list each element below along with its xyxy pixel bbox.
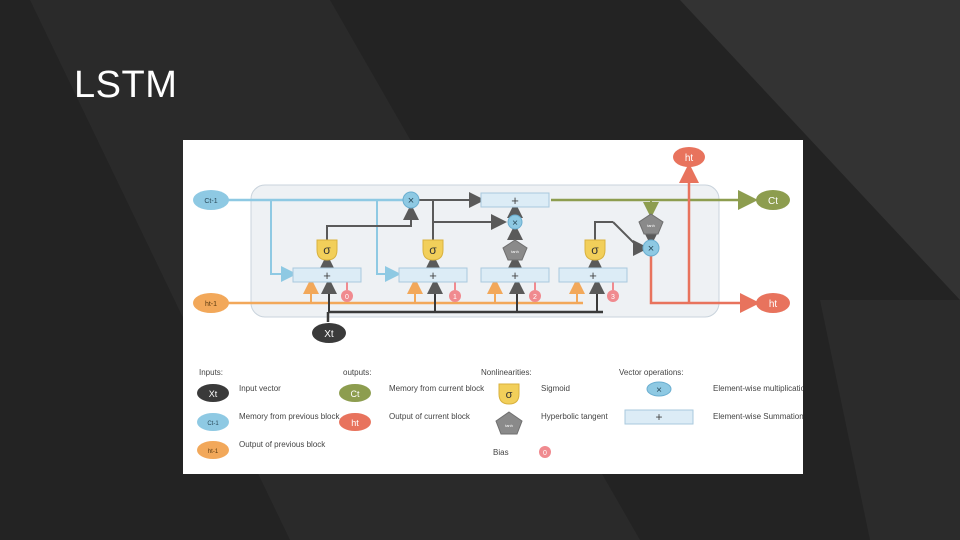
node-c-prev-label: Ct-1 bbox=[204, 198, 217, 205]
legend-sum-label: Element-wise Summation / Concatenation bbox=[713, 412, 803, 421]
forget-mult bbox=[402, 191, 420, 209]
input-mult-sign: × bbox=[512, 218, 518, 229]
concat-box-3-sign: + bbox=[511, 268, 519, 283]
node-h-prev bbox=[193, 293, 229, 313]
concat-box-4-sign: + bbox=[589, 268, 597, 283]
bias-0 bbox=[341, 290, 353, 302]
legend-sigmoid-label: Sigmoid bbox=[541, 384, 570, 393]
legend-sum-symbol-text: + bbox=[655, 410, 662, 424]
memory-peep-2 bbox=[376, 200, 401, 282]
legend-cprev-label-text: Memory from previous block bbox=[239, 412, 340, 421]
legend-ht-label: Output of current block bbox=[389, 412, 471, 421]
concat-box-1-sign: + bbox=[323, 268, 331, 283]
legend-hprev-symbol-text: ht-1 bbox=[208, 449, 219, 455]
sigmoid-input-label: σ bbox=[429, 243, 437, 257]
legend-mult-symbol bbox=[646, 381, 672, 397]
legend-cprev-label: Memory from previous block bbox=[239, 412, 340, 421]
sigmoid-input bbox=[422, 239, 444, 261]
legend-nonlin-title: Nonlinearities: bbox=[481, 368, 532, 377]
legend-sum-symbol bbox=[624, 409, 694, 425]
tanh-memory bbox=[638, 213, 664, 235]
forget-gate-line bbox=[326, 204, 419, 244]
legend-xt-label: Input vector bbox=[239, 384, 281, 393]
legend-ct-symbol bbox=[339, 384, 371, 402]
bias-2 bbox=[529, 290, 541, 302]
legend-sigmoid-symbol-text: σ bbox=[506, 389, 513, 401]
bg-band-bottom-right bbox=[820, 300, 960, 540]
sigmoid-forget bbox=[316, 239, 338, 261]
node-h-out-top bbox=[673, 147, 705, 167]
concat-box-2-sign: + bbox=[429, 268, 437, 283]
node-c-out-label: Ct bbox=[768, 196, 778, 207]
bias-0-label: 0 bbox=[345, 294, 349, 301]
legend-xt-symbol-text: Xt bbox=[209, 389, 218, 399]
node-c-prev bbox=[193, 190, 229, 210]
legend-xt-symbol bbox=[197, 384, 229, 402]
bias-3-label: 3 bbox=[611, 294, 615, 301]
legend-hprev-label: Output of previous block bbox=[239, 440, 326, 449]
legend-tanh-symbol bbox=[495, 411, 523, 435]
concat-box-2 bbox=[398, 267, 468, 283]
legend-cprev-symbol bbox=[197, 413, 229, 431]
legend-ct-label: Memory from current block bbox=[389, 384, 485, 393]
legend-ht-symbol bbox=[339, 413, 371, 431]
concat-box-1 bbox=[292, 267, 362, 283]
memory-sum-sign: + bbox=[511, 193, 519, 208]
node-h-prev-label: ht-1 bbox=[205, 301, 217, 308]
concat-box-3 bbox=[480, 267, 550, 283]
legend-bias-label: Bias bbox=[493, 448, 509, 457]
legend-mult-symbol-text: × bbox=[656, 385, 662, 396]
output-gate-line bbox=[594, 221, 613, 244]
legend-vecops-title: Vector operations: bbox=[619, 368, 683, 377]
lstm-diagram-svg: + + + + + × × × σ σ σ tanh tanh 0 1 2 3 … bbox=[193, 147, 862, 459]
bias-1-label: 1 bbox=[453, 294, 457, 301]
sigmoid-forget-label: σ bbox=[323, 243, 331, 257]
output-mult bbox=[642, 239, 660, 257]
bg-band-right bbox=[680, 0, 960, 300]
legend-tanh-symbol-text: tanh bbox=[505, 423, 513, 428]
lstm-diagram: + + + + + × × × σ σ σ tanh tanh 0 1 2 3 … bbox=[183, 140, 862, 474]
node-x-t bbox=[312, 323, 346, 343]
node-c-out bbox=[756, 190, 790, 210]
legend-mult-label: Element-wise multiplication bbox=[713, 384, 803, 393]
memory-peep-1 bbox=[270, 200, 297, 282]
slide-title: LSTM bbox=[74, 64, 178, 106]
legend-ht-symbol-text: ht bbox=[351, 418, 359, 428]
memory-sum-box bbox=[480, 192, 550, 208]
output-mult-sign: × bbox=[648, 243, 654, 255]
tanh-gate bbox=[502, 239, 528, 261]
tanh-gate-label: tanh bbox=[511, 249, 519, 254]
bias-3 bbox=[607, 290, 619, 302]
legend-hprev-symbol bbox=[197, 441, 229, 459]
node-x-t-label: Xt bbox=[324, 329, 334, 340]
legend-outputs-title: outputs: bbox=[343, 368, 371, 377]
sigmoid-output-label: σ bbox=[591, 243, 599, 257]
legend-tanh-label: Hyperbolic tangent bbox=[541, 412, 608, 421]
legend-inputs-title: Inputs: bbox=[199, 368, 223, 377]
legend-bias-symbol-text: 0 bbox=[543, 450, 547, 457]
legend-cprev-symbol-text: Ct-1 bbox=[207, 421, 219, 427]
node-h-out-top-label: ht bbox=[685, 153, 694, 164]
node-h-out-right bbox=[756, 293, 790, 313]
input-mult bbox=[507, 214, 523, 230]
h-out-right-line bbox=[649, 256, 760, 313]
concat-box-4 bbox=[558, 267, 628, 283]
tanh-memory-label: tanh bbox=[647, 223, 655, 228]
bias-1 bbox=[449, 290, 461, 302]
node-h-out-right-label: ht bbox=[769, 299, 778, 310]
legend: Inputs: Xt Input vector Ct-1 Memory from… bbox=[197, 368, 862, 459]
legend-ct-symbol-text: Ct bbox=[351, 389, 360, 399]
forget-mult-sign: × bbox=[408, 195, 414, 207]
bias-2-label: 2 bbox=[533, 294, 537, 301]
legend-bias-symbol bbox=[539, 446, 551, 458]
legend-sigmoid-symbol bbox=[498, 383, 520, 405]
sigmoid-output bbox=[584, 239, 606, 261]
